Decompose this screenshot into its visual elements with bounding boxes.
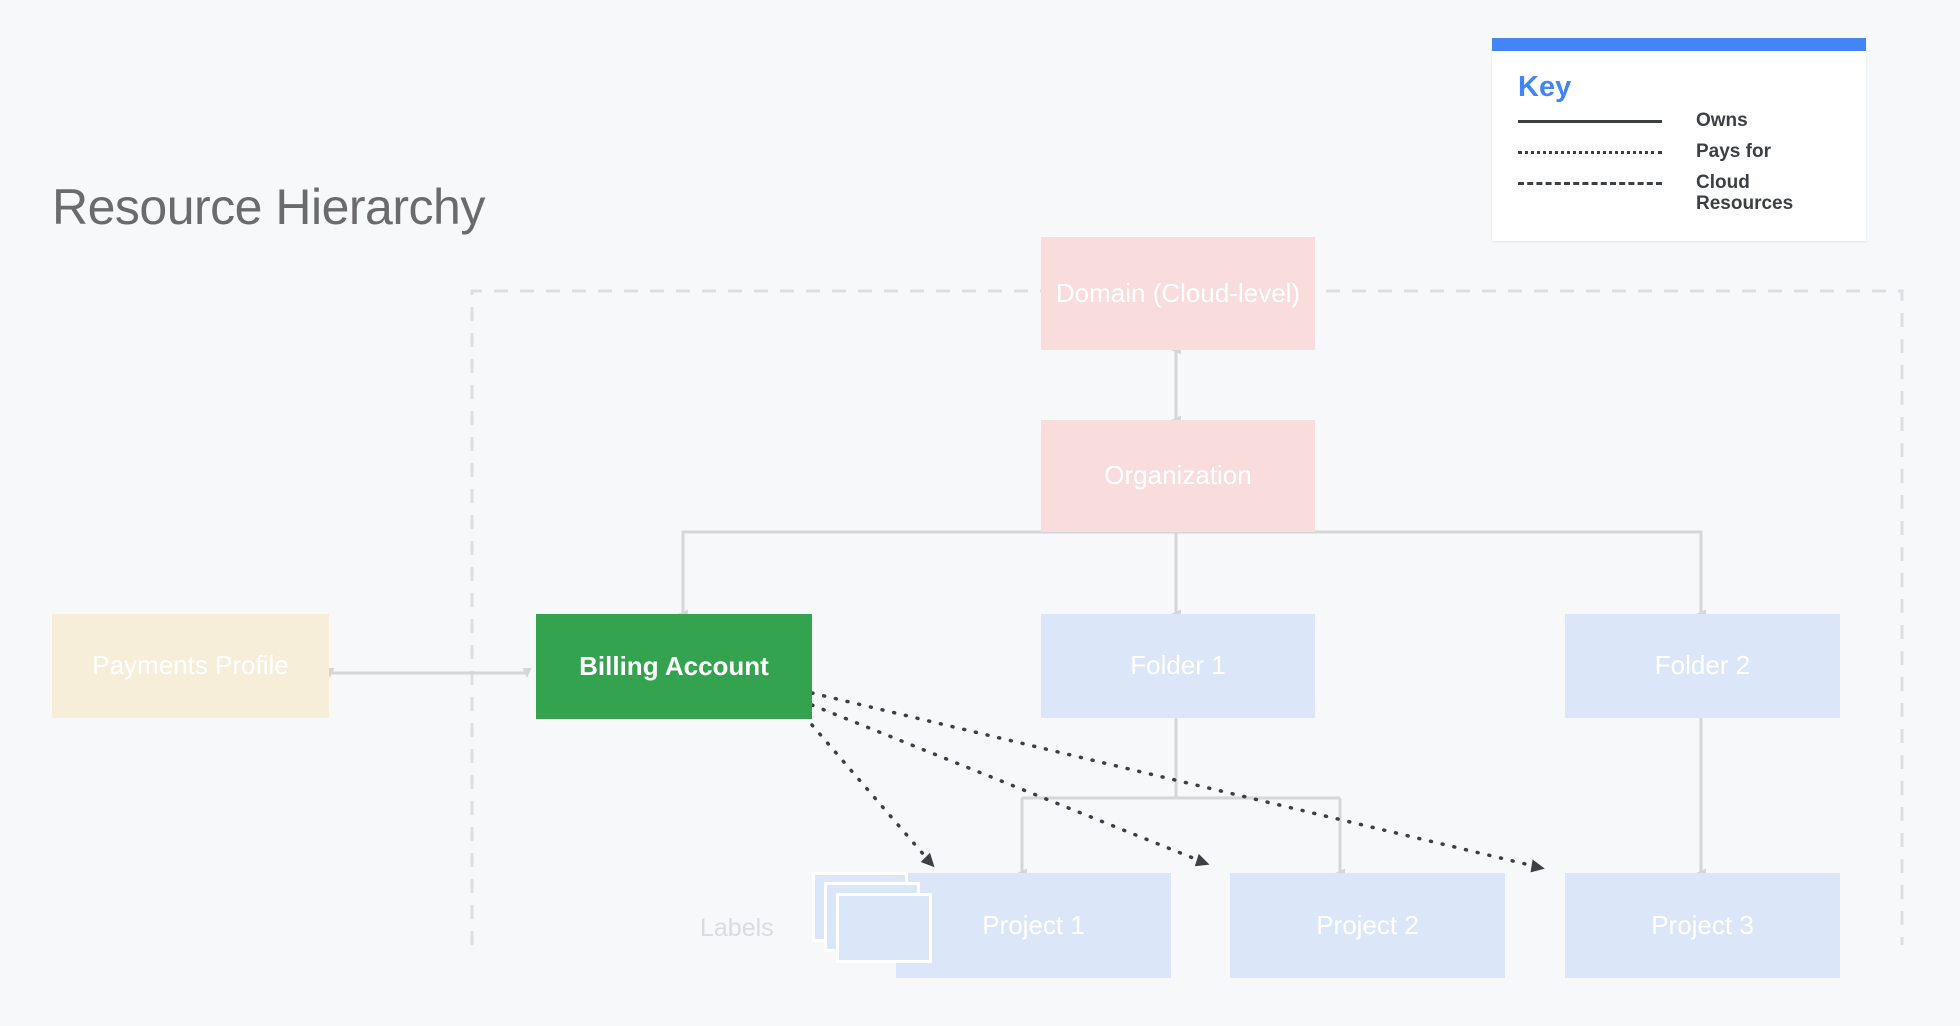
dashed-line-icon: [1518, 173, 1662, 193]
node-project-1-label: Project 1: [982, 909, 1085, 940]
edge-organization-folder-2: [1176, 530, 1706, 619]
legend-item-cloud-resources: Cloud Resources: [1518, 171, 1842, 215]
legend-accent-bar: [1492, 38, 1866, 51]
page-title: Resource Hierarchy: [52, 179, 485, 235]
node-organization-label: Organization: [1104, 460, 1252, 491]
labels-caption: Labels: [700, 914, 774, 942]
legend-item-owns: Owns: [1518, 110, 1842, 132]
node-project-3[interactable]: Project 3: [1565, 873, 1840, 978]
dotted-line-icon: [1518, 142, 1662, 162]
node-payments-profile-label: Payments Profile: [92, 650, 289, 681]
legend-title: Key: [1518, 71, 1572, 103]
node-billing-account[interactable]: Billing Account: [536, 614, 812, 719]
node-project-2[interactable]: Project 2: [1230, 873, 1505, 978]
node-project-1[interactable]: Project 1: [896, 873, 1171, 978]
solid-line-icon: [1518, 111, 1662, 131]
edge-organization-billing-account: [678, 530, 1176, 619]
legend-label-owns: Owns: [1696, 110, 1748, 131]
edge-billing-pays-project2: [810, 703, 1210, 867]
legend-label-cloud-resources: Cloud Resources: [1696, 171, 1794, 214]
legend-item-pays-for: Pays for: [1518, 140, 1842, 163]
labels-stack-icon: [812, 872, 932, 964]
edge-folder1-projects: [1020, 718, 1342, 873]
node-folder-1-label: Folder 1: [1130, 650, 1226, 681]
node-folder-2[interactable]: Folder 2: [1565, 614, 1840, 718]
edge-billing-pays-project1: [810, 723, 935, 868]
node-project-3-label: Project 3: [1651, 909, 1754, 940]
node-organization[interactable]: Organization: [1041, 420, 1315, 532]
key-legend-card: Key Owns Pays for Cloud Resources: [1492, 38, 1866, 241]
legend-label-pays-for: Pays for: [1696, 140, 1771, 162]
node-folder-2-label: Folder 2: [1654, 650, 1751, 681]
label-card-front: [836, 893, 932, 963]
node-domain[interactable]: Domain (Cloud-level): [1041, 237, 1315, 350]
node-payments-profile[interactable]: Payments Profile: [52, 614, 329, 718]
edge-billing-pays-project3: [810, 691, 1545, 873]
node-domain-label: Domain (Cloud-level): [1055, 277, 1301, 308]
node-folder-1[interactable]: Folder 1: [1041, 614, 1315, 718]
legend-body: Key Owns Pays for Cloud Resources: [1492, 51, 1866, 241]
node-project-2-label: Project 2: [1316, 909, 1419, 940]
node-billing-account-label: Billing Account: [579, 650, 769, 681]
